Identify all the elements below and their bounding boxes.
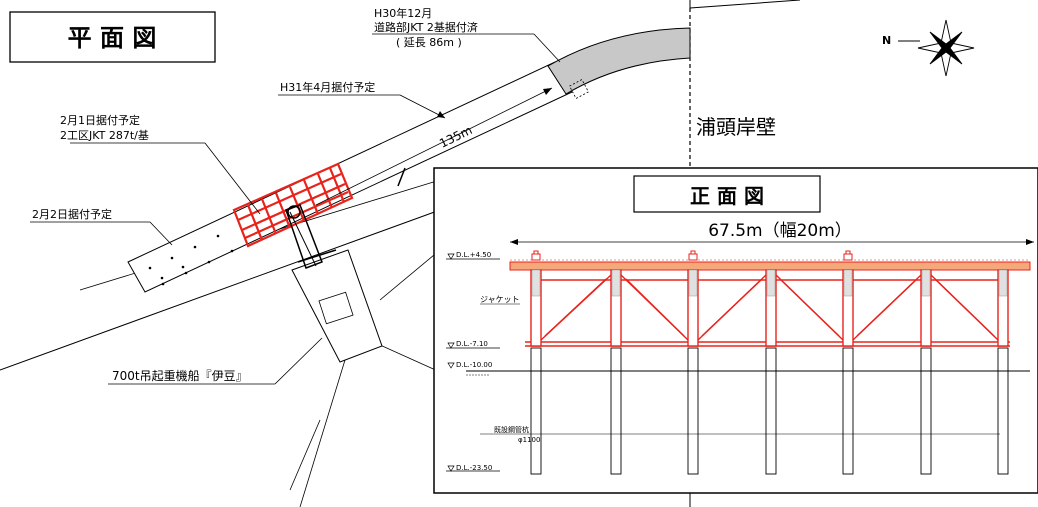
feb2-leader-d (149, 221, 173, 246)
road-note-line1: H30年12月 (374, 6, 432, 20)
north-label: N (882, 34, 891, 47)
span-label: 67.5m（幅20m） (708, 221, 852, 241)
road-note-leader-d (533, 33, 561, 63)
pile-label-line1: 既設鋼管杭 (494, 425, 529, 434)
april-label: H31年4月据付予定 (280, 80, 375, 94)
compass-rose-icon (917, 19, 975, 77)
level-triangle-top (447, 253, 455, 260)
road-section-end-marker (568, 78, 590, 100)
mooring-line-1 (379, 249, 441, 301)
elevation-view: 正 面 図 67.5m（幅20m） D.L.+4.50 D.L.-7.10 D.… (433, 167, 1038, 507)
quay-top-line (689, 0, 801, 9)
level-top: D.L.+4.50 (456, 251, 491, 259)
crane-base (297, 249, 337, 263)
crane-ship-label: 700t吊起重機船『伊豆』 (112, 368, 248, 383)
april-leader-d (399, 94, 446, 119)
deck (509, 261, 1031, 271)
april-leader-head (437, 111, 445, 118)
feb1-line1: 2月1日据付予定 (60, 113, 140, 127)
installed-road-section (547, 27, 691, 95)
level-triangle-3 (447, 362, 455, 369)
level-markers: D.L.+4.50 D.L.-7.10 D.L.-10.00 D.L.-23.5… (446, 251, 500, 472)
mooring-line-3 (289, 419, 321, 491)
level-triangle-2 (447, 342, 455, 349)
span-arrow-left (510, 239, 518, 245)
mooring-line-4 (379, 344, 441, 373)
crane-ship-leader-d (274, 337, 323, 385)
road-note-line2: 道路部JKT 2基据付済 (374, 20, 478, 34)
level-bottom: D.L.-23.50 (456, 464, 492, 472)
level-3: D.L.-10.00 (456, 361, 492, 369)
barge-cabin (318, 291, 354, 325)
distance-arrow (315, 87, 553, 206)
mooring-line-2 (299, 359, 346, 507)
distance-arrow-head (543, 88, 552, 95)
pile-label-line2: φ1100 (518, 436, 540, 444)
road-note-line3: ( 延長 86m ) (396, 36, 462, 49)
anchor-mark (397, 167, 406, 187)
span-arrow-right (1026, 239, 1034, 245)
barge-hull (291, 249, 383, 363)
plan-view: 平 面 図 浦頭岸壁 (0, 0, 975, 507)
crane-barge (285, 167, 406, 363)
plan-title-box (9, 11, 216, 63)
feb2-label: 2月2日据付予定 (32, 207, 112, 221)
shoreline (0, 209, 441, 371)
elevation-frame (433, 167, 1038, 494)
pile-caps (531, 250, 853, 261)
level-2: D.L.-7.10 (456, 340, 488, 348)
pile-hatch (531, 269, 1008, 297)
crane-hook (287, 205, 301, 219)
level-triangle-bottom (447, 465, 455, 472)
elevation-title: 正 面 図 (690, 184, 764, 208)
bridge-strip (127, 61, 573, 293)
elevation-title-box (633, 175, 821, 213)
quay-label: 浦頭岸壁 (696, 115, 776, 139)
feb1-leader-d (204, 142, 261, 215)
plan-title: 平 面 図 (68, 24, 157, 52)
jacket-label: ジャケット (480, 295, 520, 304)
feb1-line2: 2工区JKT 287t/基 (60, 129, 149, 142)
steel-piles (530, 347, 1009, 475)
north-arrow: N (882, 19, 975, 77)
pile-dots (148, 234, 234, 286)
